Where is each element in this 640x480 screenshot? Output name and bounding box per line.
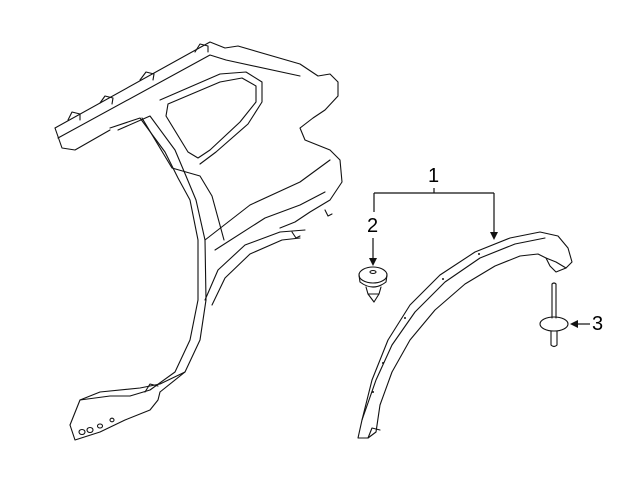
callout-label-2: 2 xyxy=(367,215,379,237)
wheel-opening-molding[interactable] xyxy=(357,231,573,439)
callout-1-leader xyxy=(373,188,498,240)
push-clip[interactable] xyxy=(358,266,388,303)
callout-label-1: 1 xyxy=(428,165,440,187)
callout-label-3: 3 xyxy=(592,313,604,335)
callout-2-leader xyxy=(369,238,377,266)
quarter-panel[interactable] xyxy=(54,41,343,441)
callout-3-leader xyxy=(570,320,590,328)
retainer-stud[interactable] xyxy=(539,282,569,348)
